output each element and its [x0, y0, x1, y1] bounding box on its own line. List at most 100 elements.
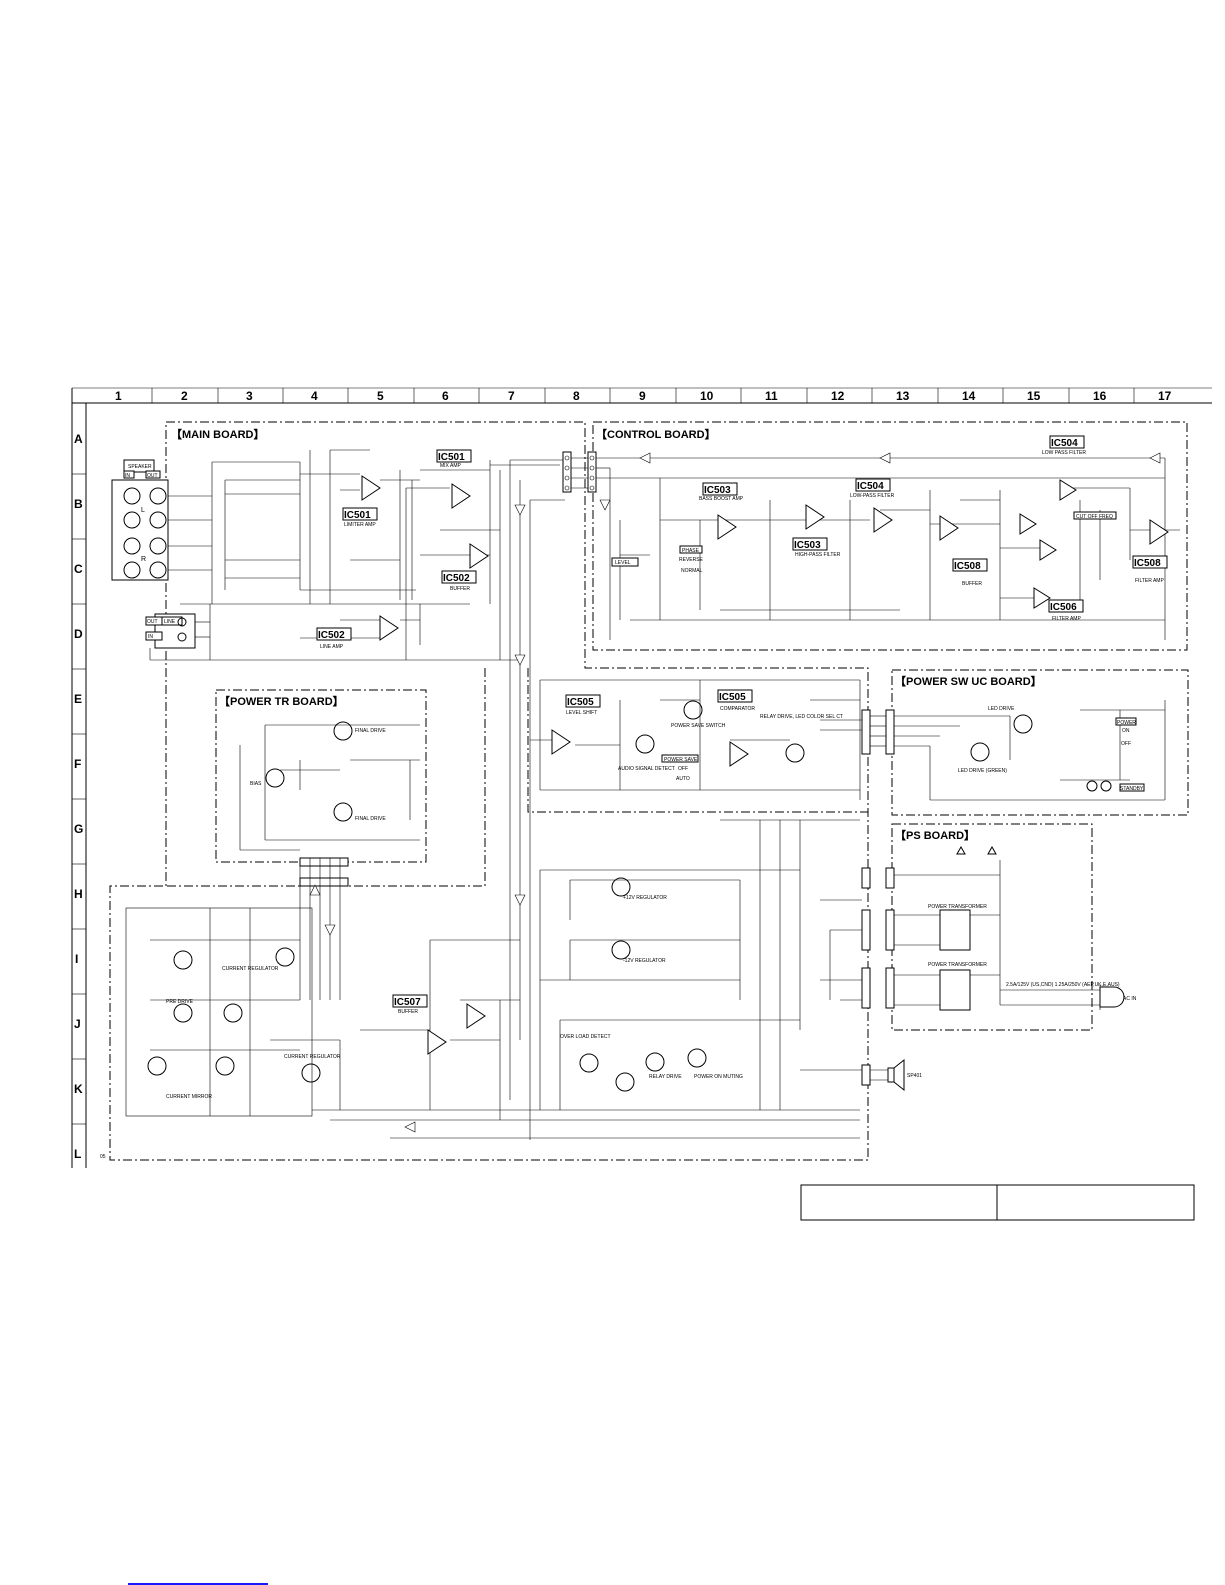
ic507-sub: BUFFER	[398, 1009, 418, 1015]
col-10: 10	[700, 389, 714, 403]
row-d: D	[74, 627, 83, 641]
ic505-ls-sub: LEVEL SHIFT	[566, 710, 597, 716]
q605-transistor	[275, 947, 295, 967]
ic504-lp-sub: LOW-PASS FILTER	[850, 493, 895, 499]
power-save-off: OFF	[678, 766, 688, 772]
detect-region-opamps	[551, 700, 1033, 767]
q609-transistor	[333, 721, 353, 741]
ic505-cmp-sub: COMPARATOR	[720, 706, 755, 712]
ic508-filter-sub: FILTER AMP	[1135, 578, 1164, 584]
col-13: 13	[896, 389, 910, 403]
ps-board-outline	[891, 823, 1093, 1031]
col-11: 11	[765, 389, 778, 403]
ic506-label: IC506	[1050, 602, 1077, 613]
col-3: 3	[246, 389, 253, 403]
speaker-in-label: IN	[125, 473, 130, 479]
power-sw-board-outline	[891, 669, 1189, 816]
line-out-label: OUT	[147, 619, 158, 625]
ic502-line-sub: LINE AMP	[320, 644, 344, 650]
ic502-buffer-sub: BUFFER	[450, 586, 470, 592]
warning-icon	[987, 845, 997, 855]
col-7: 7	[508, 389, 515, 403]
q601-transistor	[173, 950, 193, 970]
main-board-opamps	[361, 475, 489, 641]
col-1: 1	[115, 389, 122, 403]
col-8: 8	[573, 389, 580, 403]
ic503-hp-label: IC503	[794, 540, 821, 551]
ic505-ls-opamp	[551, 729, 571, 755]
ic504-top-sub: LOW PASS FILTER	[1042, 450, 1086, 456]
ic501-limiter-label: IC501	[344, 510, 371, 521]
board-outlines	[109, 421, 1189, 1161]
row-a: A	[74, 432, 83, 446]
power-tr-board-outline	[215, 689, 427, 863]
row-i: I	[75, 952, 78, 966]
speaker-label: SPEAKER	[128, 464, 152, 470]
q616-transistor	[687, 1048, 707, 1068]
row-g: G	[74, 822, 83, 836]
col-2: 2	[181, 389, 188, 403]
ac-in-label: AC IN	[1123, 996, 1137, 1002]
q601-note: PRE DRIVE	[166, 999, 194, 1005]
q614-note: OVER LOAD DETECT	[560, 1034, 611, 1040]
page-indicator-bar	[128, 1583, 268, 1585]
channel-r-label: R	[141, 556, 146, 563]
lower-main-wiring	[125, 819, 862, 1139]
ic503-hp-opamp	[805, 504, 825, 530]
ic503-hp-sub: HIGH-PASS FILTER	[795, 552, 841, 558]
main-board-title: 【MAIN BOARD】	[171, 428, 265, 441]
speaker-output: SP401	[870, 1058, 922, 1092]
q602-reg-note: -12V REGULATOR	[623, 958, 666, 964]
q610-transistor	[333, 802, 353, 822]
q502-led-note: LED DRIVE (GREEN)	[958, 768, 1007, 774]
q602-reg-transistor	[611, 940, 631, 960]
ac-plug-icon	[1099, 986, 1125, 1008]
ic508-buffer-label: IC508	[954, 561, 981, 572]
col-17: 17	[1158, 389, 1172, 403]
ic501-mix-sub: MIX AMP	[440, 463, 462, 469]
q606-transistor	[215, 1056, 235, 1076]
row-k: K	[74, 1082, 83, 1096]
speaker-sp401-label: SP401	[907, 1073, 922, 1079]
channel-l-label: L	[141, 507, 145, 514]
main-board-wiring	[149, 449, 565, 1140]
col-15: 15	[1027, 389, 1041, 403]
ic505-ls-label: IC505	[567, 697, 594, 708]
transformer-1-label: POWER TRANSFORMER	[928, 904, 987, 910]
ic507-a-opamp	[427, 1029, 447, 1055]
col-5: 5	[377, 389, 384, 403]
q505-note: RELAY DRIVE, LED COLOR SEL CT	[760, 714, 843, 720]
ic504-lp-opamp	[873, 507, 893, 533]
q502-note: POWER SAVE SWITCH	[671, 723, 726, 729]
ic506-b-opamp	[1039, 539, 1057, 561]
ic502-buffer-opamp	[469, 543, 489, 569]
q604-transistor	[147, 1056, 167, 1076]
col-9: 9	[639, 389, 646, 403]
q607-note: BIAS	[250, 781, 262, 787]
q613-note: CURRENT REGULATOR	[284, 1054, 341, 1060]
ic507-label: IC507	[394, 997, 421, 1008]
q501-led-transistor	[1013, 714, 1033, 734]
ic501-mix-label: IC501	[438, 452, 465, 463]
row-e: E	[74, 692, 82, 706]
speaker-jack-block: SPEAKER IN OUT L R	[111, 459, 169, 581]
col-6: 6	[442, 389, 449, 403]
q615-transistor	[615, 1072, 635, 1092]
footer-code: 05	[100, 1154, 106, 1160]
phase-normal-label: NORMAL	[681, 568, 703, 574]
line-label: LINE	[164, 619, 176, 625]
ic508-buffer-sub: BUFFER	[962, 581, 982, 587]
power-off-label: OFF	[1121, 741, 1131, 747]
grid-frame	[71, 387, 1212, 1168]
q607-transistor	[265, 768, 285, 788]
row-h: H	[74, 887, 83, 901]
col-16: 16	[1093, 389, 1107, 403]
ic508-filter-opamp	[1149, 519, 1169, 545]
speaker-out-label: OUT	[147, 473, 158, 479]
q616-note: POWER ON MUTING	[694, 1074, 743, 1080]
power-save-switch-label: POWER SAVE	[664, 757, 698, 763]
row-l: L	[74, 1147, 81, 1161]
q612-note: RELAY DRIVE	[649, 1074, 682, 1080]
row-letters: A B C D E F G H I J K L	[74, 432, 83, 1161]
